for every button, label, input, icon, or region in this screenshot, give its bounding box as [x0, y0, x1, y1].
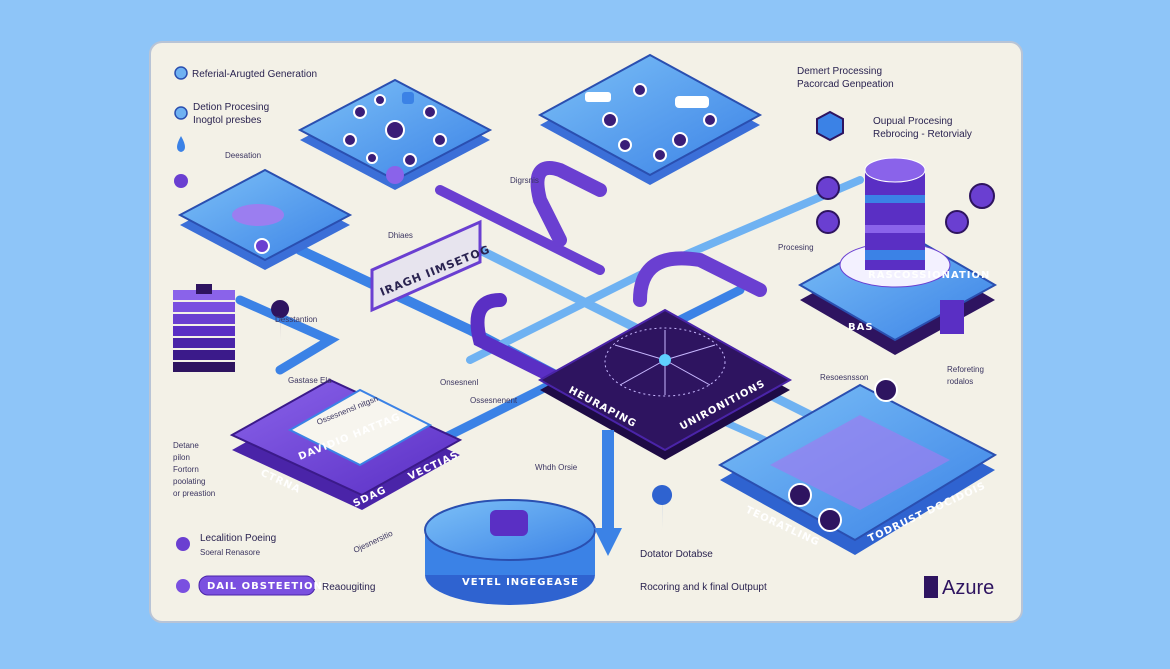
globe-icon — [969, 183, 995, 209]
side-line-4: poolating — [173, 477, 205, 486]
legend-item-2-line2: Inogtol presbes — [193, 115, 261, 126]
check-pin-icon — [271, 300, 290, 340]
hex-line2: Rebrocing - Retorvialy — [873, 129, 972, 140]
dotator-label: Dotator Dotabse — [640, 549, 713, 560]
legend: Referial-Arugted Generation Detion Proce… — [174, 66, 317, 188]
location-pin-icon — [652, 485, 673, 530]
top-right-line1: Demert Processing — [797, 66, 882, 77]
vector-database: VETEL INGEGEASE — [424, 499, 596, 605]
side-line-3: Fortorn — [173, 465, 199, 474]
cloud-icon — [232, 204, 284, 226]
node-graph-board — [297, 78, 493, 190]
processing-board — [537, 53, 763, 185]
pill-badge — [198, 575, 316, 596]
gastase-label: Gastase Ela — [288, 376, 332, 385]
azure-logo-text: Azure — [942, 577, 994, 599]
legend-item-1: Referial-Arugted Generation — [192, 69, 317, 80]
azure-logo-mark — [924, 576, 938, 598]
destination-label: Desstantion — [275, 315, 317, 324]
side-line-1: Detane — [173, 441, 199, 450]
mini-label-1: Dhiaes — [388, 231, 413, 240]
hexagon-icon — [816, 110, 844, 142]
azure-icon — [402, 92, 414, 104]
mini-label-2: Digrsnis — [510, 176, 539, 185]
ref-line1: Reforeting — [947, 365, 984, 374]
whd-label: Whdh Orsie — [535, 463, 578, 472]
legend-item-3: Deesation — [225, 151, 261, 160]
pill-after-label: Reaougiting — [322, 582, 375, 593]
cloud-ingestion-board — [177, 168, 353, 270]
down-arrow — [594, 430, 622, 556]
core-retrieval-board: HEURAPING UNIRONITIONS — [537, 308, 793, 460]
pill-label: DAIL OBSTEETIONS — [207, 581, 331, 592]
document-stack — [173, 284, 235, 372]
side-line-2: pilon — [173, 453, 190, 462]
vector-db-label: VETEL INGEGEASE — [462, 577, 579, 588]
ref-line2: rodalos — [947, 377, 973, 386]
procesing-label: Procesing — [778, 243, 814, 252]
resoes-label: Resoesnsson — [820, 373, 868, 382]
side-line-5: or preastion — [173, 489, 215, 498]
database-icon — [490, 510, 528, 536]
droplet-icon — [177, 136, 185, 152]
tower-base-label: BAS — [848, 322, 874, 333]
ons-label-1: Onsesnenl — [440, 378, 478, 387]
loc-line2: Soeral Renasore — [200, 548, 261, 557]
ons-label-2: Ossesnenent — [470, 396, 518, 405]
tower-label: RASCOSSIONATION — [868, 270, 990, 281]
purple-node-icon — [174, 174, 188, 188]
index-tower: BAS — [797, 157, 998, 355]
legend-item-2-line1: Detion Procesing — [193, 102, 269, 113]
top-right-line2: Pacorcad Genpeation — [797, 79, 894, 90]
final-output-label: Rocoring and k final Outpupt — [640, 582, 767, 593]
hex-line1: Oupual Procesing — [873, 116, 953, 127]
loc-line1: Lecalition Poeing — [200, 533, 276, 544]
